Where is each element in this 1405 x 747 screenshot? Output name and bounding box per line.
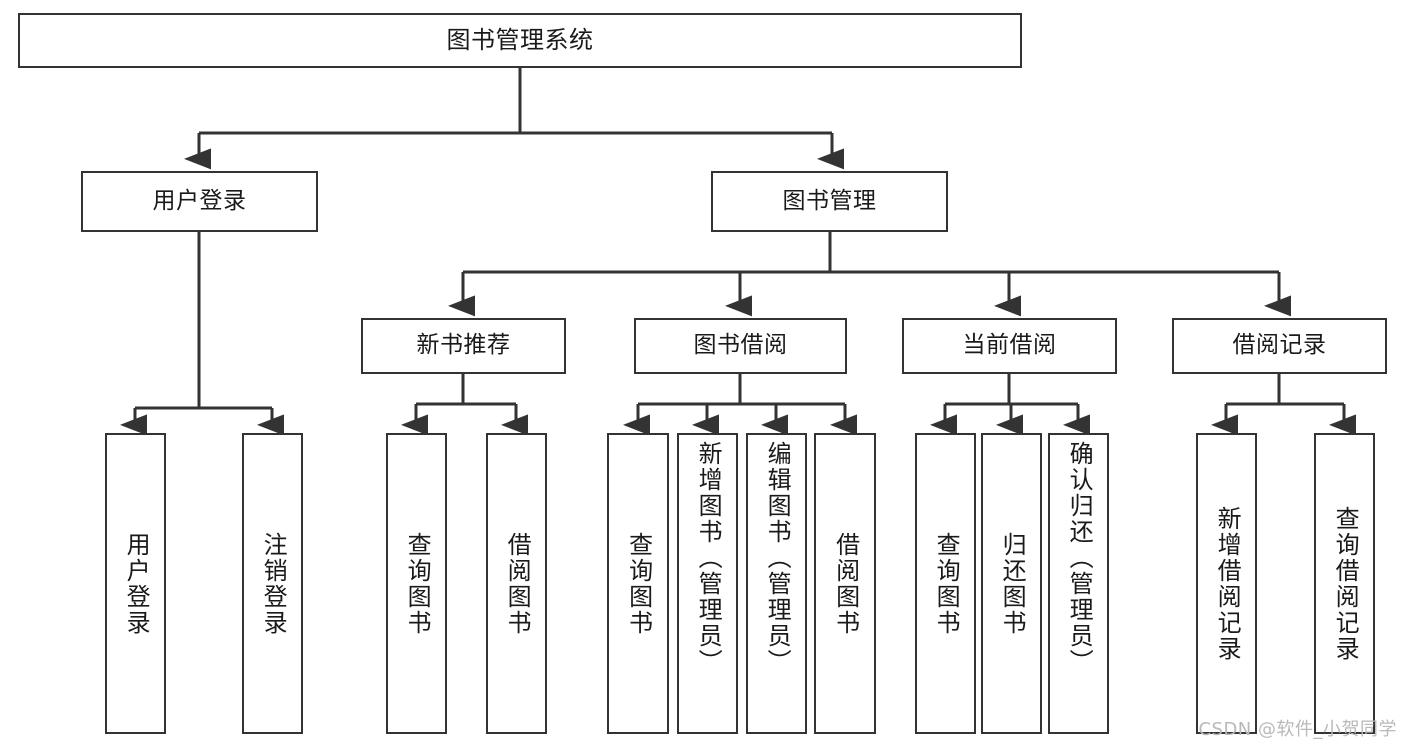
node-label: 查询图书: [403, 531, 432, 636]
leaf-query-book-new-recommend[interactable]: 查询图书: [386, 433, 447, 734]
node-book-management[interactable]: 图书管理: [711, 171, 948, 232]
node-label: 借阅图书: [831, 531, 860, 636]
node-label: 用户登录: [152, 187, 247, 214]
node-label: 注销登录: [259, 531, 288, 636]
node-current-borrow[interactable]: 当前借阅: [902, 318, 1117, 374]
node-label: 查询图书: [932, 531, 961, 636]
leaf-add-borrow-record[interactable]: 新增借阅记录: [1196, 433, 1257, 734]
node-label: 查询图书: [624, 531, 653, 636]
node-label: 借阅记录: [1232, 332, 1327, 359]
csdn-watermark: CSDN @软件_小贺同学: [1198, 719, 1397, 740]
leaf-query-borrow-record[interactable]: 查询借阅记录: [1314, 433, 1375, 734]
node-label: 借阅图书: [503, 531, 532, 636]
node-label: 图书管理系统: [446, 26, 594, 55]
leaf-add-book-admin[interactable]: 新增图书（管理员）: [677, 433, 738, 734]
leaf-confirm-return-admin[interactable]: 确认归还（管理员）: [1048, 433, 1109, 734]
leaf-query-book-borrow[interactable]: 查询图书: [607, 433, 669, 734]
leaf-edit-book-admin[interactable]: 编辑图书（管理员）: [746, 433, 807, 734]
node-label: 确认归还（管理员）: [1065, 441, 1094, 675]
node-user-login[interactable]: 用户登录: [81, 171, 318, 232]
node-label: 新增借阅记录: [1213, 505, 1242, 662]
node-root-book-management-system[interactable]: 图书管理系统: [18, 13, 1022, 68]
leaf-user-login[interactable]: 用户登录: [105, 433, 166, 734]
node-label: 用户登录: [122, 531, 151, 636]
leaf-logout-login[interactable]: 注销登录: [242, 433, 303, 734]
node-label: 图书借阅: [693, 332, 788, 359]
node-label: 新增图书（管理员）: [694, 441, 723, 675]
node-label: 查询借阅记录: [1331, 505, 1360, 662]
node-label: 当前借阅: [962, 332, 1057, 359]
leaf-borrow-book-new-recommend[interactable]: 借阅图书: [486, 433, 547, 734]
leaf-query-book-current[interactable]: 查询图书: [915, 433, 976, 734]
node-label: 编辑图书（管理员）: [763, 441, 792, 675]
leaf-borrow-book-borrow[interactable]: 借阅图书: [814, 433, 876, 734]
node-borrow-record[interactable]: 借阅记录: [1172, 318, 1387, 374]
node-label: 归还图书: [998, 531, 1027, 636]
node-label: 图书管理: [782, 187, 877, 214]
node-book-borrow[interactable]: 图书借阅: [634, 318, 847, 374]
leaf-return-book[interactable]: 归还图书: [981, 433, 1042, 734]
node-label: 新书推荐: [416, 332, 511, 359]
node-new-book-recommend[interactable]: 新书推荐: [361, 318, 566, 374]
